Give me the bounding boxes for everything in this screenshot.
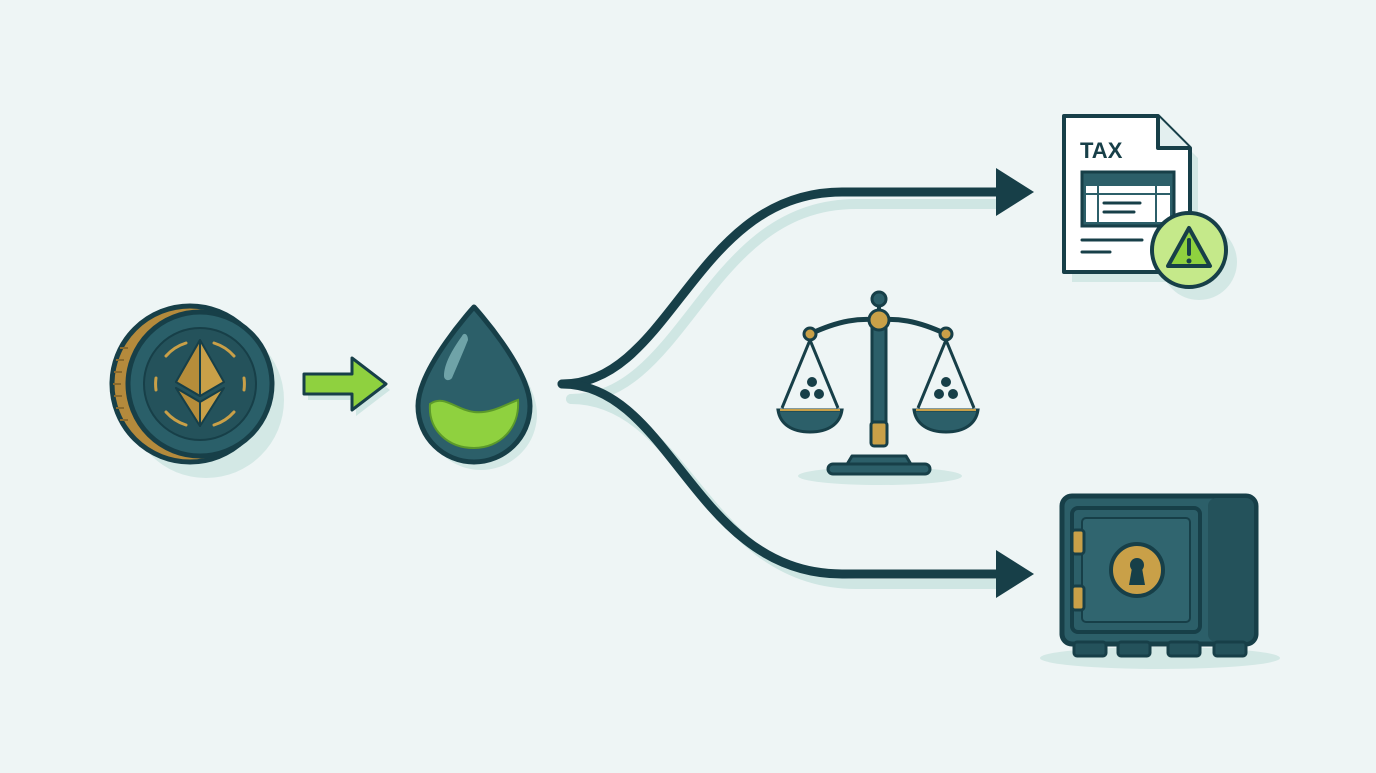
ethereum-coin-icon bbox=[109, 303, 284, 478]
right-pan bbox=[912, 408, 980, 434]
scale-top-knob bbox=[870, 290, 888, 308]
lower-branch-line bbox=[557, 379, 1005, 579]
vault-side bbox=[1208, 498, 1254, 642]
upper-branch-line bbox=[557, 187, 1005, 389]
coin-ridges bbox=[113, 347, 128, 421]
scale-gold-collar bbox=[869, 420, 889, 448]
upper-branch-shadow bbox=[566, 199, 1011, 404]
scale-pivot bbox=[867, 308, 891, 332]
vault-hinge-top bbox=[1070, 528, 1086, 556]
drop-highlight bbox=[444, 333, 468, 381]
tax-label: TAX bbox=[1080, 138, 1123, 163]
keyhole-lock-icon bbox=[1109, 542, 1165, 598]
lower-arrowhead-icon bbox=[996, 550, 1034, 598]
vault-safe-icon bbox=[1040, 493, 1280, 669]
green-arrow-icon bbox=[302, 356, 390, 416]
document-fold bbox=[1156, 116, 1190, 150]
balance-scale-icon bbox=[776, 290, 980, 485]
branch-connector bbox=[557, 187, 1005, 579]
warning-badge-icon bbox=[1150, 211, 1237, 300]
vault-feet bbox=[1072, 640, 1248, 658]
vault-hinge-bottom bbox=[1070, 584, 1086, 612]
liquidity-drop-icon bbox=[415, 304, 537, 470]
upper-arrowhead-icon bbox=[996, 168, 1034, 216]
ethereum-logo-icon bbox=[175, 339, 225, 427]
coin-ring-dashes bbox=[154, 341, 246, 427]
right-pan-coins bbox=[934, 377, 958, 399]
left-pan bbox=[776, 408, 844, 434]
drop-liquid bbox=[428, 398, 520, 450]
left-pan-coins bbox=[800, 377, 824, 399]
tax-document-icon: TAX bbox=[1062, 114, 1237, 300]
